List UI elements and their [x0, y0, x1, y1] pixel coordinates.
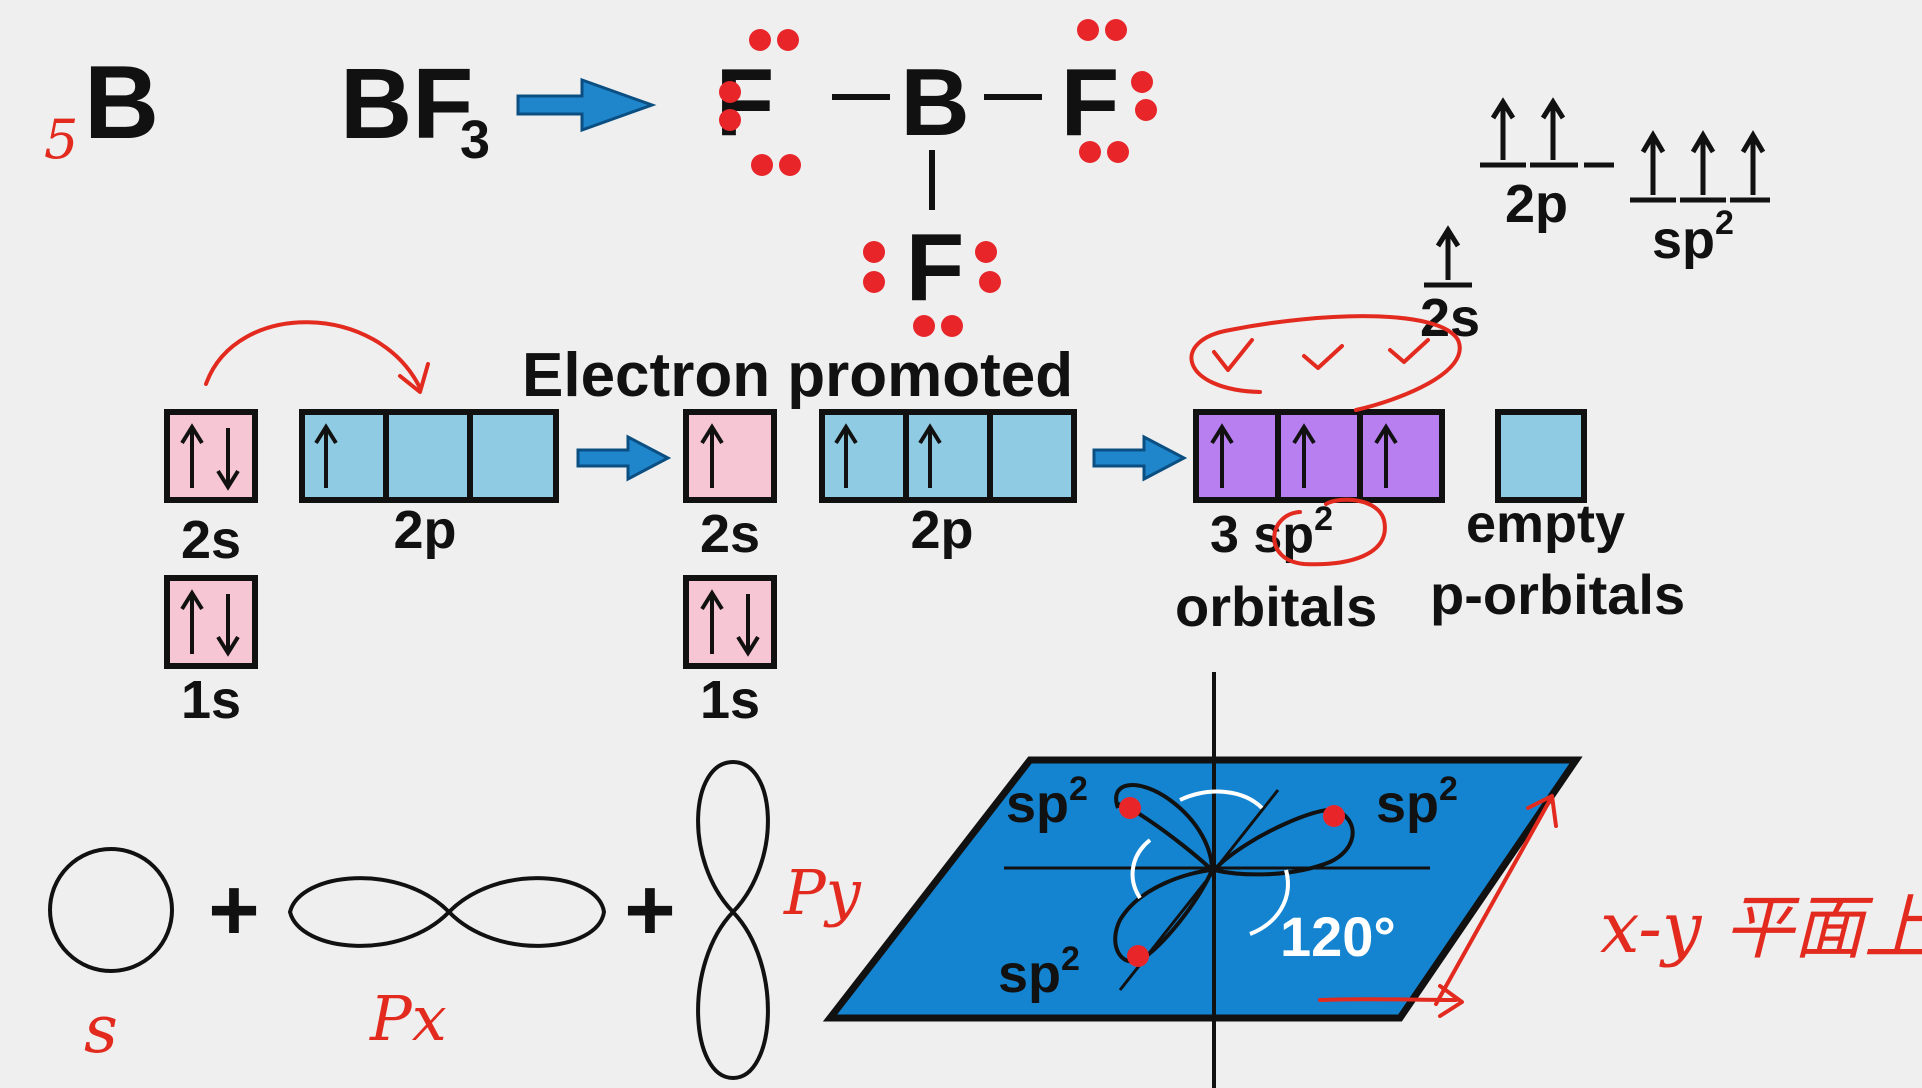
lobe-nucleus-dots	[1119, 797, 1345, 967]
angle-arcs	[1130, 789, 1290, 936]
arrow-to-hybrid	[1092, 434, 1188, 482]
ground-state-2p-box	[299, 409, 559, 503]
s-label-handwritten: s	[84, 991, 118, 1068]
lone-pair-dots	[719, 19, 1157, 337]
sp2-hybrid-box	[1193, 409, 1445, 503]
ground-2p-label: 2p	[393, 500, 456, 560]
excited-2p-label: 2p	[910, 500, 973, 560]
empty-label-line1: empty	[1466, 494, 1625, 554]
hybrid-annotations-handdrawn	[1189, 314, 1462, 567]
ground-state-1s-box	[164, 575, 258, 669]
energy-level-diagram: 2p sp2 2s	[1420, 97, 1770, 348]
excited-state-1s-box	[683, 575, 777, 669]
py-orbital-shape	[696, 759, 770, 1081]
lobe-label-top-right: sp2	[1376, 770, 1458, 834]
level-2p-label: 2p	[1505, 174, 1568, 234]
element-symbol: B	[84, 45, 159, 161]
boron-center: B	[900, 49, 969, 156]
level-sp2-label: sp2	[1652, 204, 1734, 270]
lobe-label-bottom-left: sp2	[998, 940, 1080, 1004]
xy-plane	[822, 672, 1583, 1088]
px-label-handwritten: Px	[369, 982, 447, 1055]
sp2-lobes	[1113, 783, 1355, 964]
ground-2s-label: 2s	[181, 510, 241, 570]
ground-state-2s-box	[164, 409, 258, 503]
excited-state-2s-box	[683, 409, 777, 503]
hybrid-label-line1: 3 sp2	[1210, 500, 1333, 564]
level-2s	[1424, 225, 1472, 288]
promotion-arrow-handdrawn	[204, 320, 430, 394]
empty-label-line2: p-orbitals	[1430, 563, 1685, 626]
ground-1s-label: 1s	[181, 670, 241, 730]
px-orbital-shape	[287, 876, 607, 948]
formula-subscript: 3	[460, 110, 490, 170]
empty-p-orbital-box	[1495, 409, 1587, 503]
hybrid-label-line2: orbitals	[1175, 575, 1377, 638]
atomic-number: 5	[44, 108, 78, 171]
fluorine-left: F	[716, 49, 775, 156]
promotion-title: Electron promoted	[522, 341, 1073, 410]
excited-2s-label: 2s	[700, 504, 760, 564]
lobe-label-top-left: sp2	[1006, 770, 1088, 834]
reaction-arrow	[516, 77, 657, 133]
level-2s-label: 2s	[1420, 288, 1480, 348]
plus-sign-1: +	[208, 860, 259, 959]
level-sp2	[1630, 130, 1770, 203]
excited-1s-label: 1s	[700, 670, 760, 730]
py-label-handwritten: Py	[783, 856, 862, 929]
formula-bf: BF	[340, 48, 473, 160]
s-orbital-shape	[48, 847, 174, 973]
level-2p	[1480, 97, 1614, 168]
bond-angle-label: 120°	[1280, 905, 1396, 968]
lewis-structure: F B F F	[716, 19, 1157, 337]
arrow-to-excited	[576, 434, 672, 482]
plus-sign-2: +	[624, 860, 675, 959]
plane-annotation-handdrawn	[1318, 794, 1558, 1018]
plane-annotation-text: x-y 平面上	[1600, 887, 1922, 969]
excited-state-2p-box	[819, 409, 1077, 503]
fluorine-bottom: F	[906, 214, 965, 321]
fluorine-right: F	[1061, 49, 1120, 156]
